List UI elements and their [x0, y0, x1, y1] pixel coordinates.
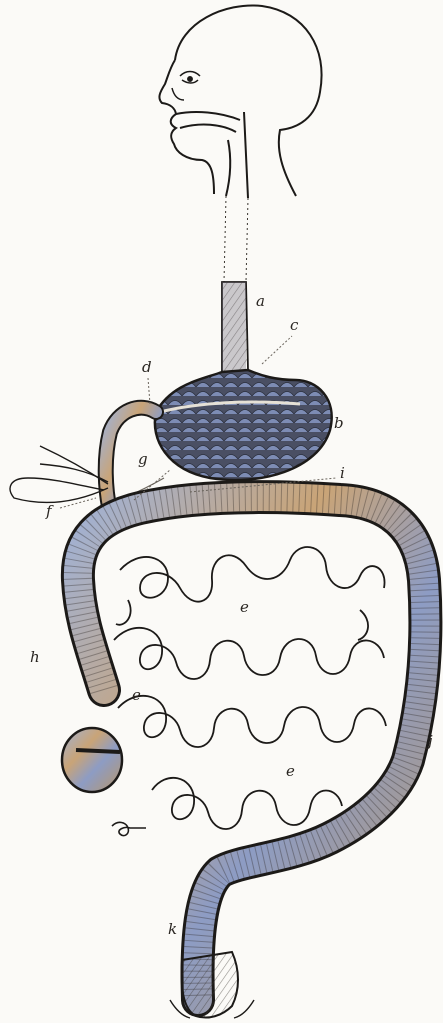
label-e-top: e	[240, 598, 249, 616]
label-e-right: e	[286, 762, 295, 780]
head-profile	[159, 5, 321, 198]
cecum	[62, 728, 122, 792]
bile-duct	[10, 446, 108, 503]
label-h: h	[30, 648, 40, 666]
label-f: f	[45, 502, 54, 520]
label-a: a	[256, 292, 265, 310]
label-i: i	[340, 464, 345, 482]
esophagus-dotted-connector	[224, 196, 248, 282]
label-e-left: e	[132, 686, 141, 704]
head-outline	[175, 5, 322, 198]
appendix	[112, 822, 146, 835]
label-d: d	[142, 358, 152, 376]
eye	[180, 72, 200, 84]
jaw-line	[180, 125, 236, 132]
mouth-line	[176, 112, 240, 120]
rectum	[182, 952, 238, 1018]
label-c: c	[290, 316, 299, 334]
label-k: k	[168, 920, 177, 938]
label-b: b	[334, 414, 344, 432]
stomach	[155, 370, 332, 480]
label-g: g	[138, 450, 148, 468]
nose	[172, 88, 184, 100]
throat-line	[226, 140, 230, 196]
small-intestine	[114, 547, 386, 829]
